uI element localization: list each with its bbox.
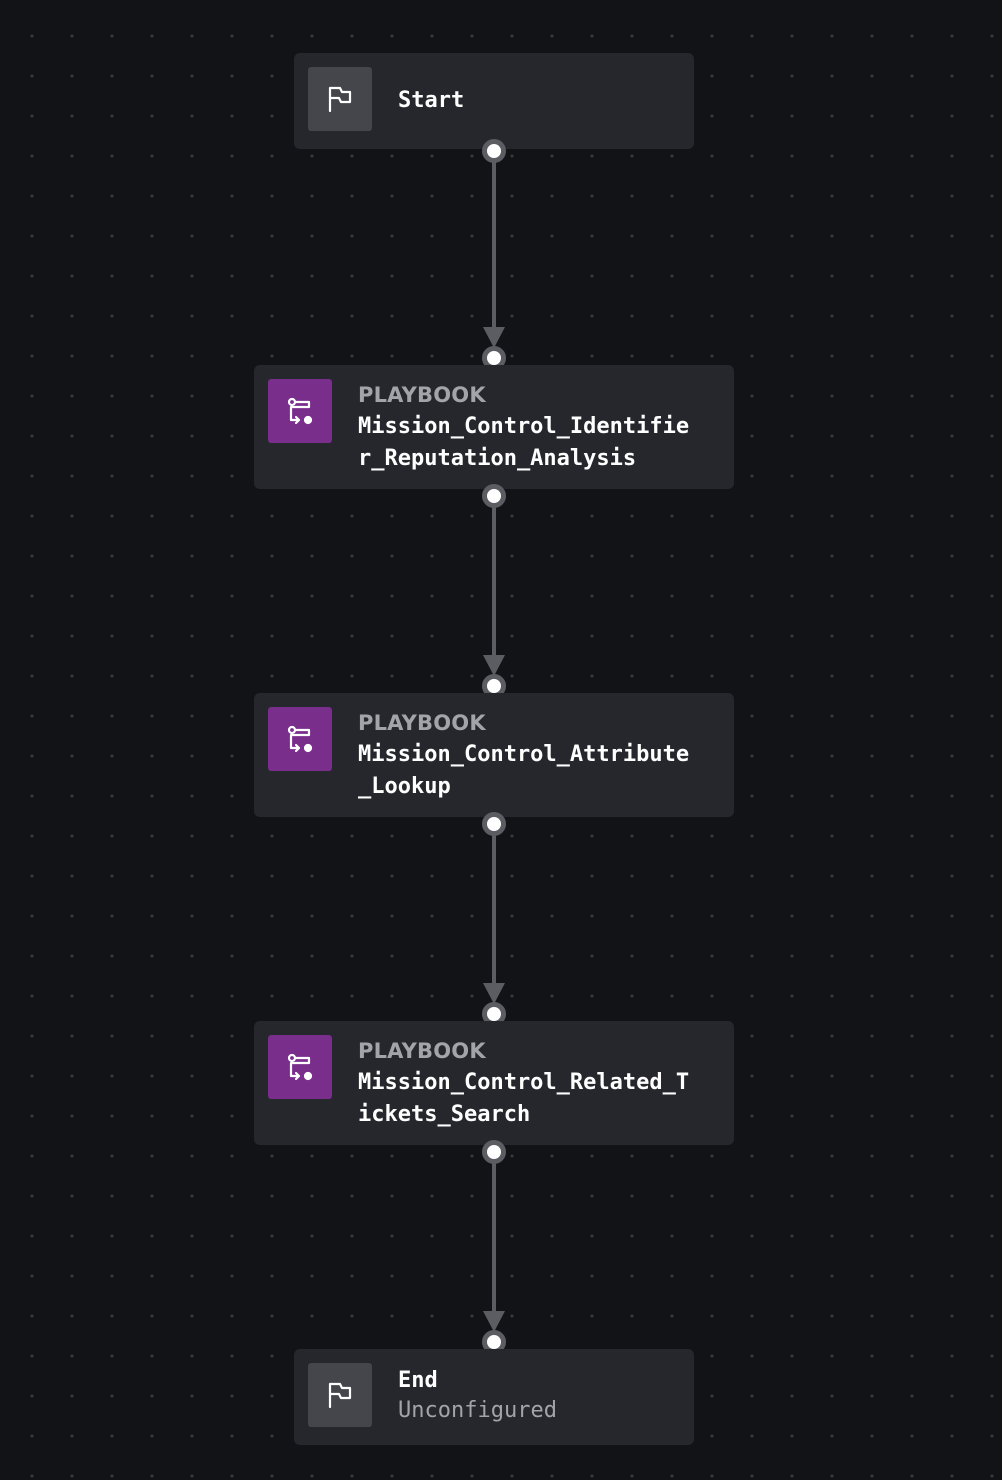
- flag-icon: [308, 67, 372, 131]
- edge-arrow-icon: [483, 655, 505, 676]
- flag-icon: [308, 1363, 372, 1427]
- playbook-1-output-handle[interactable]: [482, 484, 506, 508]
- end-node-status: Unconfigured: [398, 1398, 557, 1423]
- playbook-name: Mission_Control_Attribute_Lookup: [358, 742, 690, 799]
- edge-arrow-icon: [483, 327, 505, 348]
- handle-mask: [478, 1021, 510, 1031]
- edge-arrow-icon: [483, 983, 505, 1004]
- start-node-title: Start: [398, 88, 465, 113]
- playbook-name: Mission_Control_Identifier_Reputation_An…: [358, 414, 690, 471]
- handle-mask: [478, 1349, 510, 1359]
- playbook-icon: [268, 379, 332, 443]
- playbook-kind-label: PLAYBOOK: [358, 383, 486, 407]
- handle-mask: [478, 693, 510, 703]
- playbook-node-attribute-lookup[interactable]: PLAYBOOK Mission_Control_Attribute_Looku…: [254, 693, 734, 817]
- playbook-kind-label: PLAYBOOK: [358, 711, 486, 735]
- handle-mask: [478, 365, 510, 375]
- end-node[interactable]: End Unconfigured: [294, 1349, 694, 1445]
- playbook-2-output-handle[interactable]: [482, 812, 506, 836]
- playbook-kind-label: PLAYBOOK: [358, 1039, 486, 1063]
- end-node-title: End: [398, 1368, 438, 1393]
- playbook-icon: [268, 707, 332, 771]
- start-node[interactable]: Start: [294, 53, 694, 149]
- start-output-handle[interactable]: [482, 139, 506, 163]
- edge-arrow-icon: [483, 1311, 505, 1332]
- playbook-3-output-handle[interactable]: [482, 1140, 506, 1164]
- playbook-node-related-tickets[interactable]: PLAYBOOK Mission_Control_Related_Tickets…: [254, 1021, 734, 1145]
- playbook-node-identifier-reputation[interactable]: PLAYBOOK Mission_Control_Identifier_Repu…: [254, 365, 734, 489]
- playbook-icon: [268, 1035, 332, 1099]
- playbook-name: Mission_Control_Related_Tickets_Search: [358, 1070, 690, 1127]
